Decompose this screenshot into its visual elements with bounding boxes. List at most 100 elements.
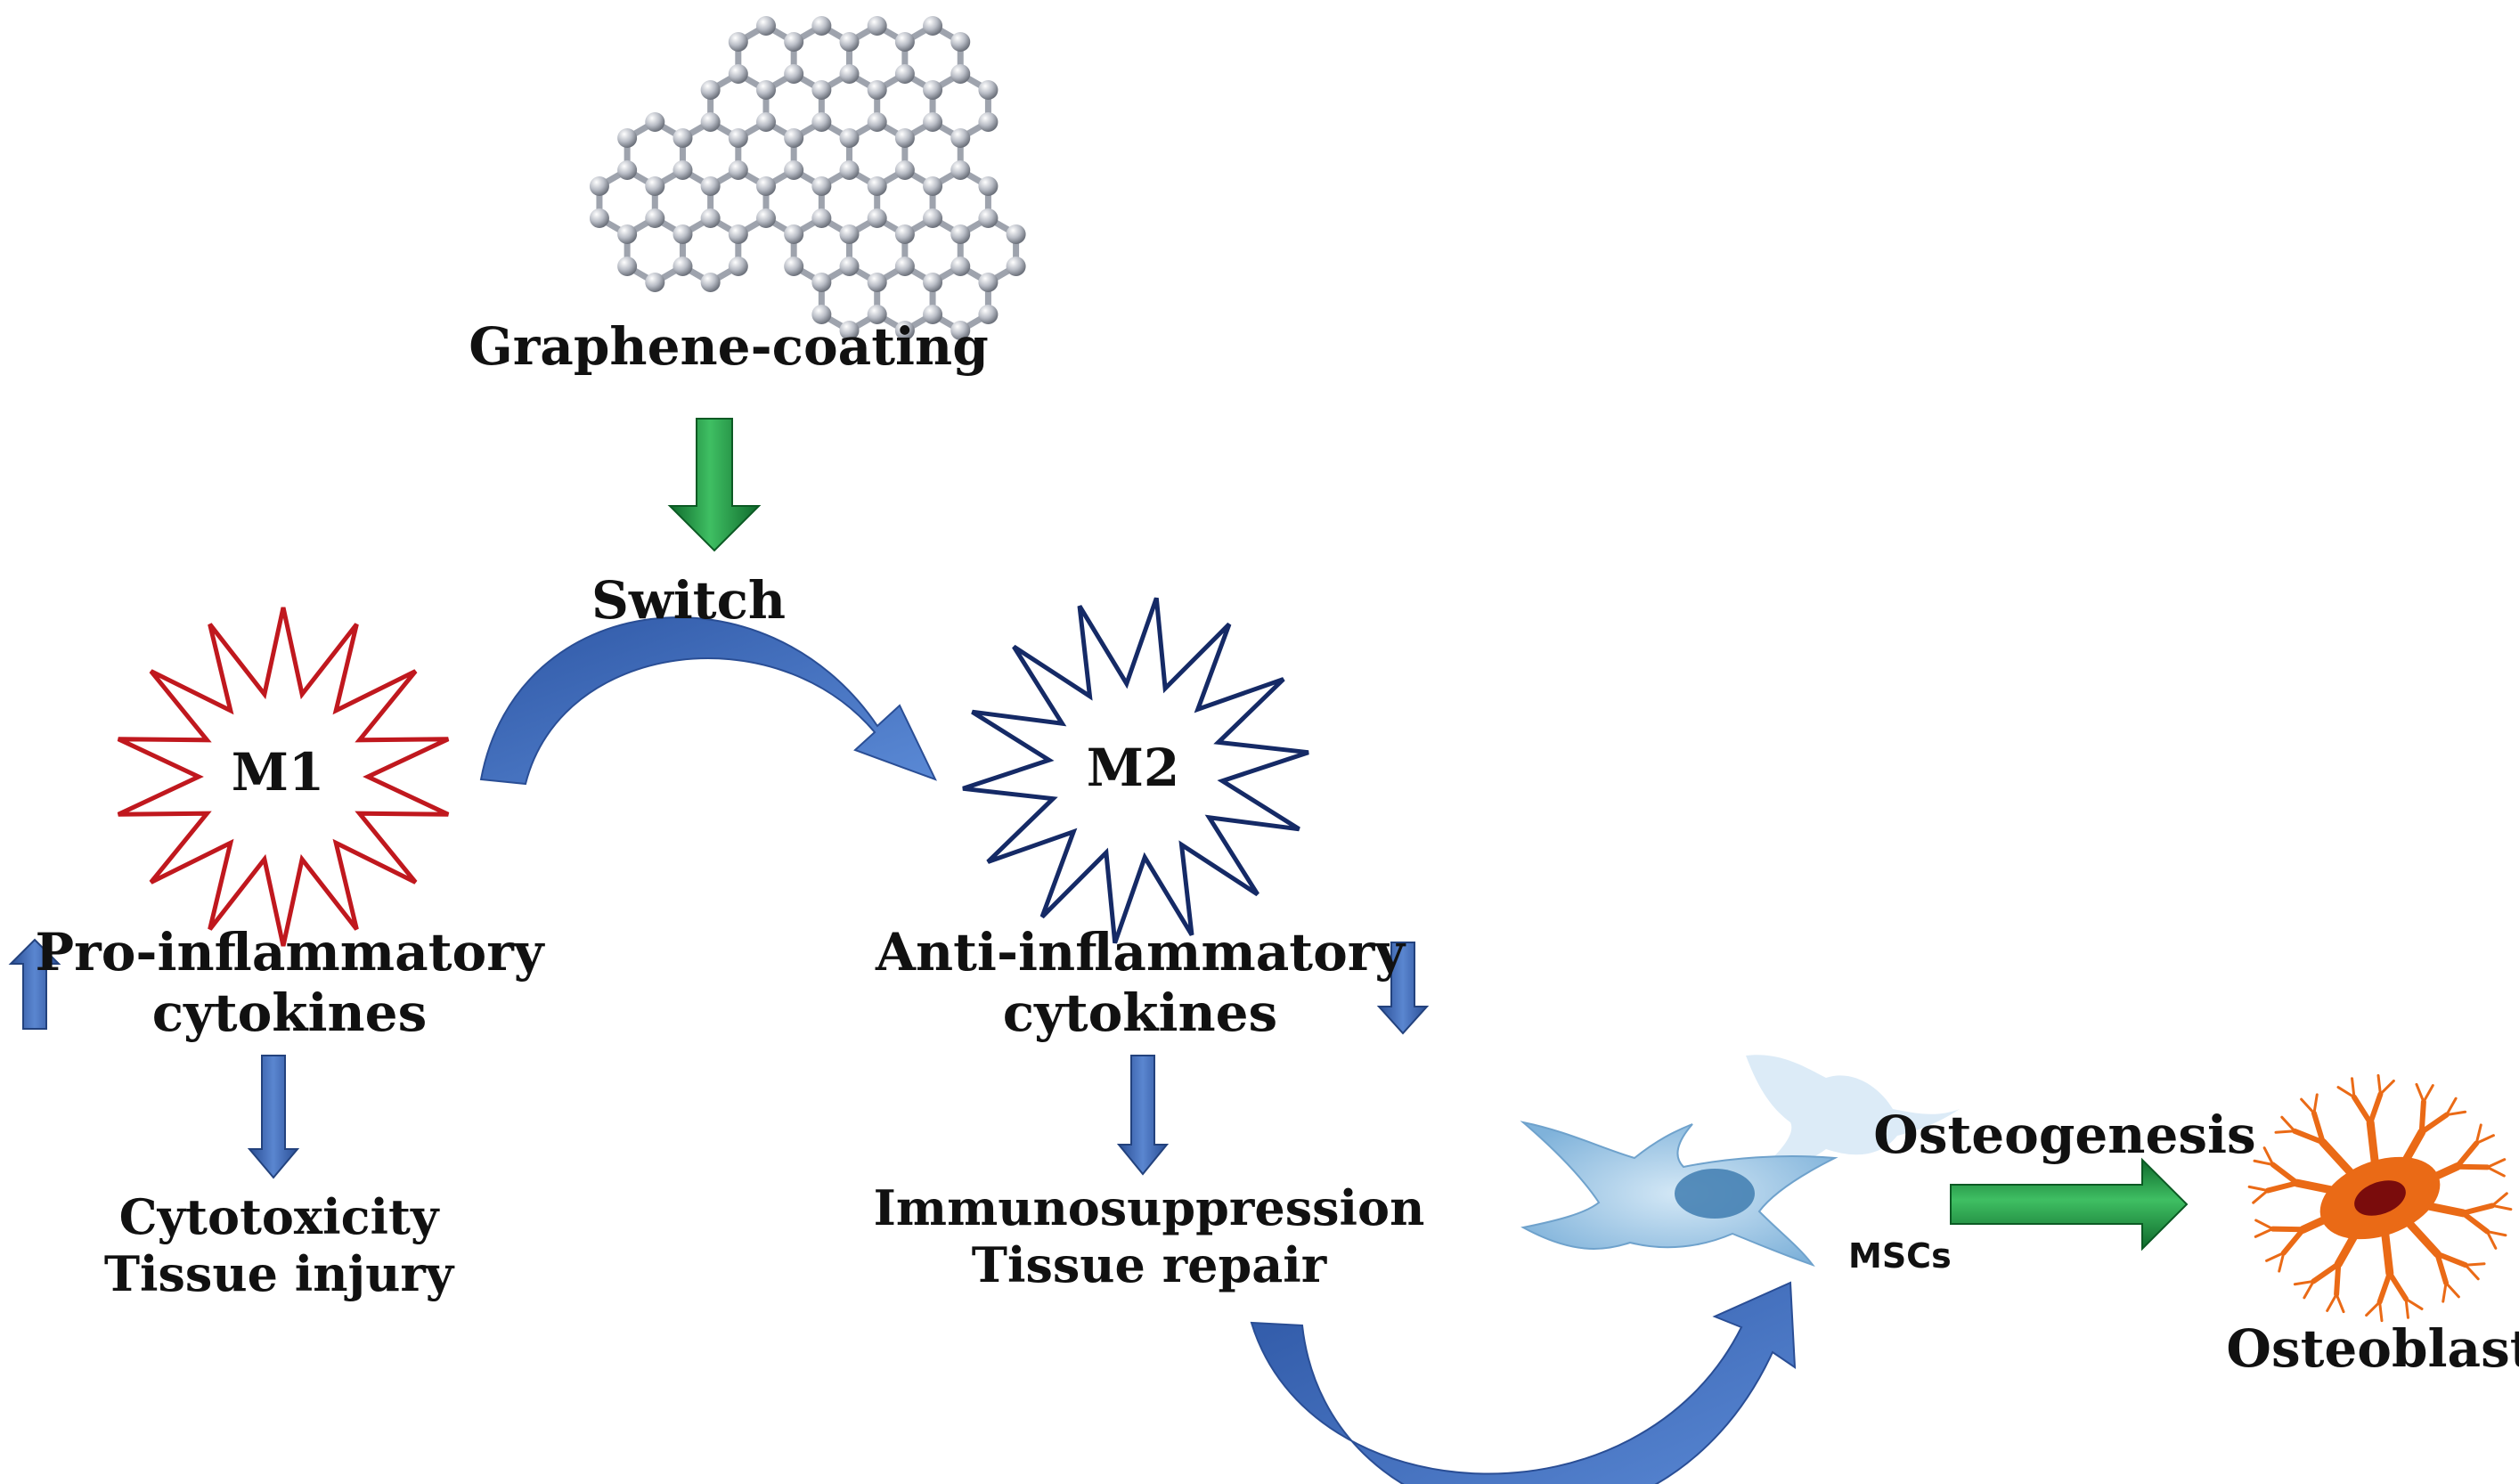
repair-to-mscs-curved-arrow (1250, 1281, 1797, 1484)
osteoblast-dendrite (2418, 1098, 2426, 1135)
osteoblast-dendrite (2365, 1301, 2382, 1317)
osteoblast-dendrite (2418, 1112, 2450, 1135)
osteoblast-dendrite (2445, 1097, 2458, 1117)
graphene-atom (784, 64, 804, 84)
m2-effect-arrow (1116, 1055, 1170, 1176)
osteoblast-dendrite (2376, 1270, 2393, 1305)
graphene-atom (811, 273, 832, 292)
osteoblast-dendrite (2378, 1079, 2395, 1096)
osteoblast-dendrite (2270, 1162, 2300, 1186)
osteoblast-dendrite (2464, 1262, 2486, 1267)
osteoblast-dendrite (2444, 1281, 2460, 1299)
graphene-atom (894, 321, 915, 340)
graphene-atom (923, 176, 943, 196)
immunosuppression-line1: Immunosuppression (873, 1179, 1425, 1236)
graphene-atom (978, 273, 999, 292)
pro-inflammatory-line1: Pro-inflammatory (35, 922, 544, 983)
graphene-atom (811, 208, 832, 228)
graphene-atom (784, 32, 804, 52)
osteoblast-dendrite (2474, 1134, 2495, 1145)
graphene-atom (867, 208, 887, 228)
osteoblast-dendrite (2264, 1180, 2300, 1194)
graphene-atom (700, 176, 721, 196)
graphene-atom (811, 16, 832, 36)
graphene-atom (700, 208, 721, 228)
graphene-atom (923, 273, 943, 292)
osteoblast-nucleus (2354, 1180, 2406, 1216)
graphene-atom (700, 112, 721, 132)
graphene-atom (950, 64, 971, 84)
graphene-atom (950, 224, 971, 244)
osteoblast-dendrite (2336, 1086, 2356, 1099)
m1-label: M1 (231, 741, 325, 803)
osteoblast-dendrite (2254, 1227, 2274, 1238)
graphene-atom (923, 305, 943, 324)
cytotoxicity-line2: Tissue injury (103, 1244, 454, 1302)
cytotoxicity-label: Cytotoxicity Tissue injury (103, 1188, 454, 1302)
m2-macrophage-star (962, 597, 1309, 944)
graphene-atom (617, 128, 638, 148)
graphene-atom (978, 112, 999, 132)
mscs-label: MSCs (1848, 1236, 1952, 1276)
osteoblast-dendrite (2351, 1094, 2374, 1126)
graphene-atom (728, 64, 748, 84)
graphene-atom (839, 257, 860, 276)
osteoblast-dendrite (2274, 1129, 2296, 1134)
graphene-atom (978, 208, 999, 228)
graphene-atom (589, 176, 609, 196)
pro-inflammatory-cytokines-label: Pro-inflammatory cytokines (36, 922, 544, 1044)
graphene-atom (950, 128, 971, 148)
osteoblast-label: Osteoblast (2226, 1318, 2519, 1379)
graphene-atom (978, 80, 999, 100)
graphene-atom (978, 305, 999, 324)
osteoblast-dendrite (2454, 1163, 2490, 1170)
pro-inflammatory-line2: cytokines (151, 983, 428, 1044)
graphene-atom (867, 305, 887, 324)
osteoblast-dendrite (2280, 1115, 2296, 1133)
graphene-atom (867, 273, 887, 292)
osteoblast-dendrite (2422, 1084, 2434, 1104)
osteoblast-dendrite (2434, 1251, 2450, 1286)
graphene-atom (728, 128, 748, 148)
osteoblast-dendrite (2300, 1097, 2316, 1115)
graphene-atom (923, 16, 943, 36)
osteoblast-dendrite (2293, 1279, 2315, 1286)
graphene-atom (728, 32, 748, 52)
graphene-atom (756, 176, 776, 196)
osteoblast-dendrite (2485, 1230, 2498, 1250)
osteoblast-dendrite (2252, 1189, 2270, 1204)
graphene-atom (839, 128, 860, 148)
osteoblast-dendrite (2334, 1261, 2342, 1298)
anti-inflammatory-line1: Anti-inflammatory (875, 922, 1406, 983)
osteoblast-dendrite (2464, 1263, 2480, 1281)
graphene-atom (811, 80, 832, 100)
graphene-atom (645, 112, 665, 132)
switch-curved-arrow (479, 616, 937, 786)
osteoblast-dendrite (2262, 1146, 2275, 1166)
graphene-atom (950, 32, 971, 52)
graphene-atom (978, 176, 999, 196)
cytotoxicity-line1: Cytotoxicity (118, 1188, 439, 1245)
osteoblast-dendrite (2270, 1226, 2306, 1233)
graphene-atom (728, 160, 748, 180)
osteoblast-dendrite (2454, 1140, 2480, 1170)
graphene-atom (894, 128, 915, 148)
osteoblast-dendrite (2486, 1165, 2506, 1178)
osteoblast-dendrite (2442, 1281, 2448, 1303)
osteoblast-dendrite (2490, 1192, 2508, 1207)
graphene-atom (811, 176, 832, 196)
osteoblast-dendrite (2415, 1082, 2425, 1104)
graphene-atom (839, 224, 860, 244)
graphene-atom (894, 224, 915, 244)
osteoblast-dendrite (2485, 1230, 2507, 1237)
graphene-atom (839, 321, 860, 340)
graphene-atom (1006, 257, 1026, 276)
osteoblast-dendrite (2254, 1219, 2274, 1231)
immunosuppression-line2: Tissue repair (971, 1235, 1327, 1293)
switch-label: Switch (591, 570, 787, 631)
graphene-atom (867, 80, 887, 100)
up-arrow-icon (8, 938, 61, 1030)
graphene-atom (784, 257, 804, 276)
osteogenesis-arrow (1950, 1157, 2189, 1252)
osteoblast-dendrite (2326, 1292, 2338, 1312)
